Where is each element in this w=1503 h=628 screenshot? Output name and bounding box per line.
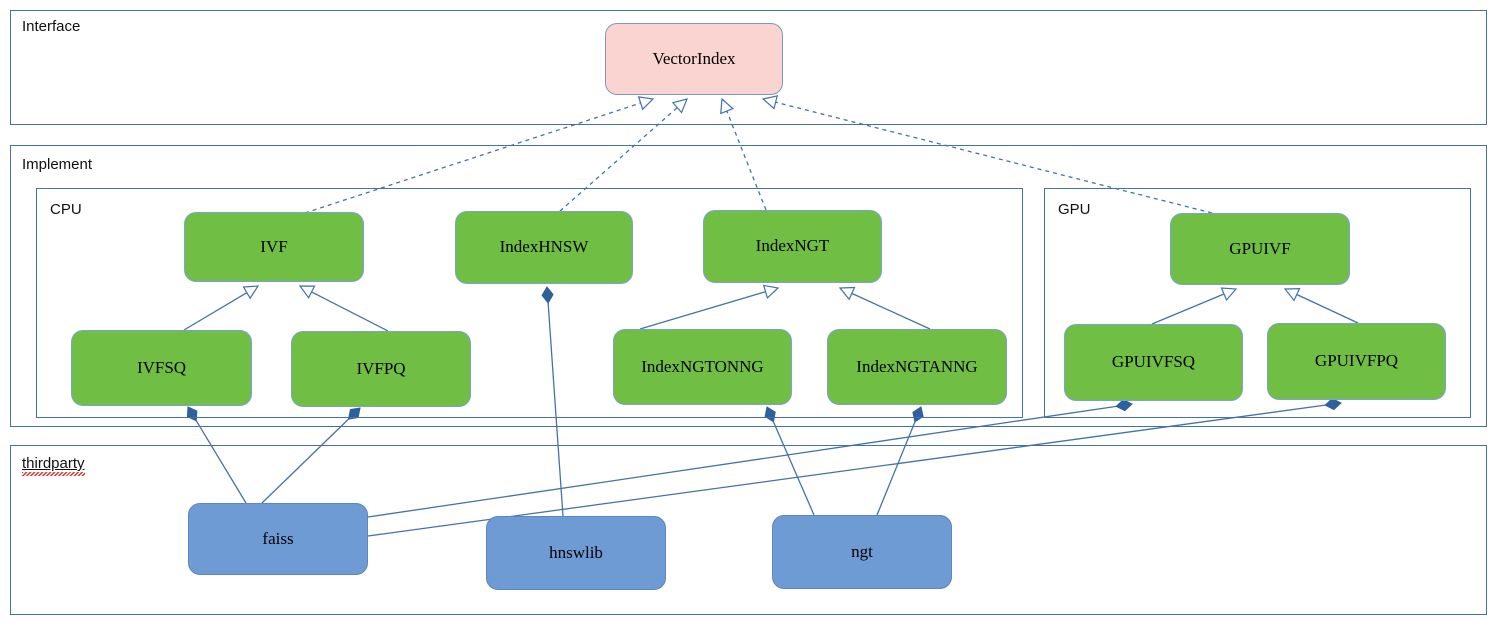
node-gpuivfpq[interactable]: GPUIVFPQ bbox=[1267, 323, 1446, 400]
container-label-thirdparty: thirdparty bbox=[22, 455, 85, 476]
node-label: hnswlib bbox=[549, 542, 603, 562]
container-label-implement: Implement bbox=[22, 156, 93, 173]
node-label: IVFPQ bbox=[356, 358, 406, 378]
node-label: faiss bbox=[262, 528, 294, 548]
node-indexhnsw[interactable]: IndexHNSW bbox=[455, 211, 633, 284]
node-label: IndexNGTONNG bbox=[641, 356, 764, 376]
node-indexngtonng[interactable]: IndexNGTONNG bbox=[613, 329, 792, 405]
node-label: GPUIVFSQ bbox=[1111, 352, 1196, 372]
node-ivf[interactable]: IVF bbox=[184, 212, 364, 282]
container-cpu bbox=[36, 188, 1023, 418]
spellcheck-underline-icon bbox=[22, 472, 85, 476]
container-interface bbox=[10, 10, 1487, 125]
node-label: IndexNGT bbox=[755, 236, 830, 256]
node-label: IVF bbox=[260, 236, 288, 256]
container-implement bbox=[10, 145, 1487, 427]
container-label-interface: Interface bbox=[22, 18, 81, 35]
container-label-cpu: CPU bbox=[50, 201, 82, 218]
node-ngt[interactable]: ngt bbox=[772, 515, 952, 589]
node-label: GPUIVFPQ bbox=[1314, 351, 1399, 371]
container-thirdparty bbox=[10, 445, 1487, 615]
node-vectorindex[interactable]: VectorIndex bbox=[605, 23, 783, 95]
node-label: VectorIndex bbox=[652, 48, 736, 68]
node-label: IndexNGTANNG bbox=[856, 356, 978, 376]
node-label: IVFSQ bbox=[136, 357, 187, 377]
container-gpu bbox=[1044, 188, 1471, 418]
node-ivfpq[interactable]: IVFPQ bbox=[291, 331, 471, 407]
node-gpuivfsq[interactable]: GPUIVFSQ bbox=[1064, 324, 1243, 401]
node-label: GPUIVF bbox=[1229, 238, 1291, 258]
node-indexngtanng[interactable]: IndexNGTANNG bbox=[827, 329, 1007, 405]
node-label: IndexHNSW bbox=[499, 237, 589, 257]
container-label-gpu: GPU bbox=[1058, 201, 1091, 218]
node-gpuivf[interactable]: GPUIVF bbox=[1170, 213, 1350, 285]
node-indexngt[interactable]: IndexNGT bbox=[703, 210, 882, 283]
node-hnswlib[interactable]: hnswlib bbox=[486, 516, 666, 590]
node-label: ngt bbox=[851, 541, 873, 561]
node-ivfsq[interactable]: IVFSQ bbox=[71, 330, 252, 406]
node-faiss[interactable]: faiss bbox=[188, 503, 368, 575]
